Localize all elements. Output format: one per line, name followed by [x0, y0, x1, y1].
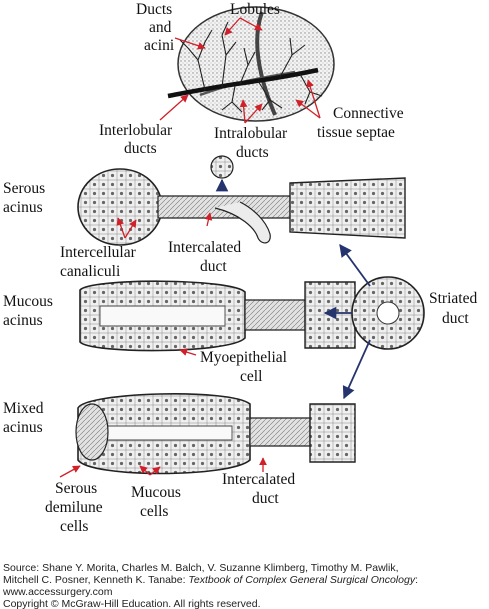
label-intercalated-duct-bottom: Intercalated: [222, 471, 295, 488]
label-mixed-acinus: Mixed: [3, 400, 44, 417]
label-connective-tissue-septae: Connective: [333, 105, 404, 122]
label-ducts-and-acini: acini: [144, 37, 175, 54]
label-intralobular-ducts: Intralobular: [214, 125, 288, 142]
caption-source-line: Mitchell C. Posner, Kenneth K. Tanabe: T…: [3, 574, 418, 586]
caption-url-link[interactable]: www.accessurgery.com: [2, 586, 113, 598]
label-mixed-acinus: acinus: [3, 419, 43, 436]
label-lobules: Lobules: [230, 1, 280, 18]
striated-duct-illustration: [351, 276, 425, 350]
caption-book-title: Textbook of Complex General Surgical Onc…: [188, 574, 415, 586]
label-striated-duct: Striated: [429, 290, 477, 307]
mucous-acinus-illustration: [79, 280, 356, 352]
label-myoepithelial-cell: cell: [240, 368, 262, 385]
caption-copyright: Copyright © McGraw-Hill Education. All r…: [3, 598, 261, 609]
label-serous-acinus: acinus: [3, 199, 43, 216]
flow-arrow-to-serous: [339, 243, 371, 287]
caption-source-line: Source: Shane Y. Morita, Charles M. Balc…: [3, 562, 399, 574]
label-intralobular-ducts: ducts: [236, 144, 269, 161]
caption-colon: :: [415, 574, 418, 586]
salivary-gland-diagram: Ducts and acini Lobules Interlobular duc…: [3, 1, 477, 535]
source-caption: Source: Shane Y. Morita, Charles M. Balc…: [2, 562, 418, 609]
lobule-illustration: [167, 6, 335, 122]
label-striated-duct: duct: [442, 310, 469, 327]
label-mucous-cells: cells: [140, 503, 168, 520]
caption-authors: Mitchell C. Posner, Kenneth K. Tanabe:: [3, 574, 188, 586]
label-connective-tissue-septae: tissue septae: [317, 124, 395, 141]
labels: Ducts and acini Lobules Interlobular duc…: [3, 1, 477, 535]
label-ducts-and-acini: Ducts: [136, 1, 172, 18]
label-interlobular-ducts: ducts: [124, 140, 157, 157]
label-intercalated-duct-top: Intercalated: [168, 239, 241, 256]
label-mucous-acinus: Mucous: [3, 293, 53, 310]
label-myoepithelial-cell: Myoepithelial: [200, 349, 287, 366]
mixed-acinus-illustration: [75, 393, 356, 475]
label-serous-acinus: Serous: [3, 180, 45, 197]
flow-arrow-to-mixed: [342, 339, 371, 400]
label-mucous-acinus: acinus: [3, 312, 43, 329]
label-intercellular-canaliculi: Intercellular: [60, 244, 137, 261]
label-serous-demilune-cells: demilune: [45, 499, 103, 516]
label-intercalated-duct-top: duct: [200, 258, 227, 275]
label-serous-demilune-cells: cells: [60, 518, 88, 535]
label-serous-demilune-cells: Serous: [55, 480, 97, 497]
label-intercellular-canaliculi: canaliculi: [60, 263, 121, 280]
label-pointers: [59, 17, 321, 478]
flow-arrows: [215, 178, 371, 400]
label-mucous-cells: Mucous: [131, 484, 181, 501]
label-interlobular-ducts: Interlobular: [99, 122, 173, 139]
serous-acinus-illustration: [77, 155, 406, 246]
label-ducts-and-acini: and: [149, 19, 172, 36]
label-intercalated-duct-bottom: duct: [252, 490, 279, 507]
